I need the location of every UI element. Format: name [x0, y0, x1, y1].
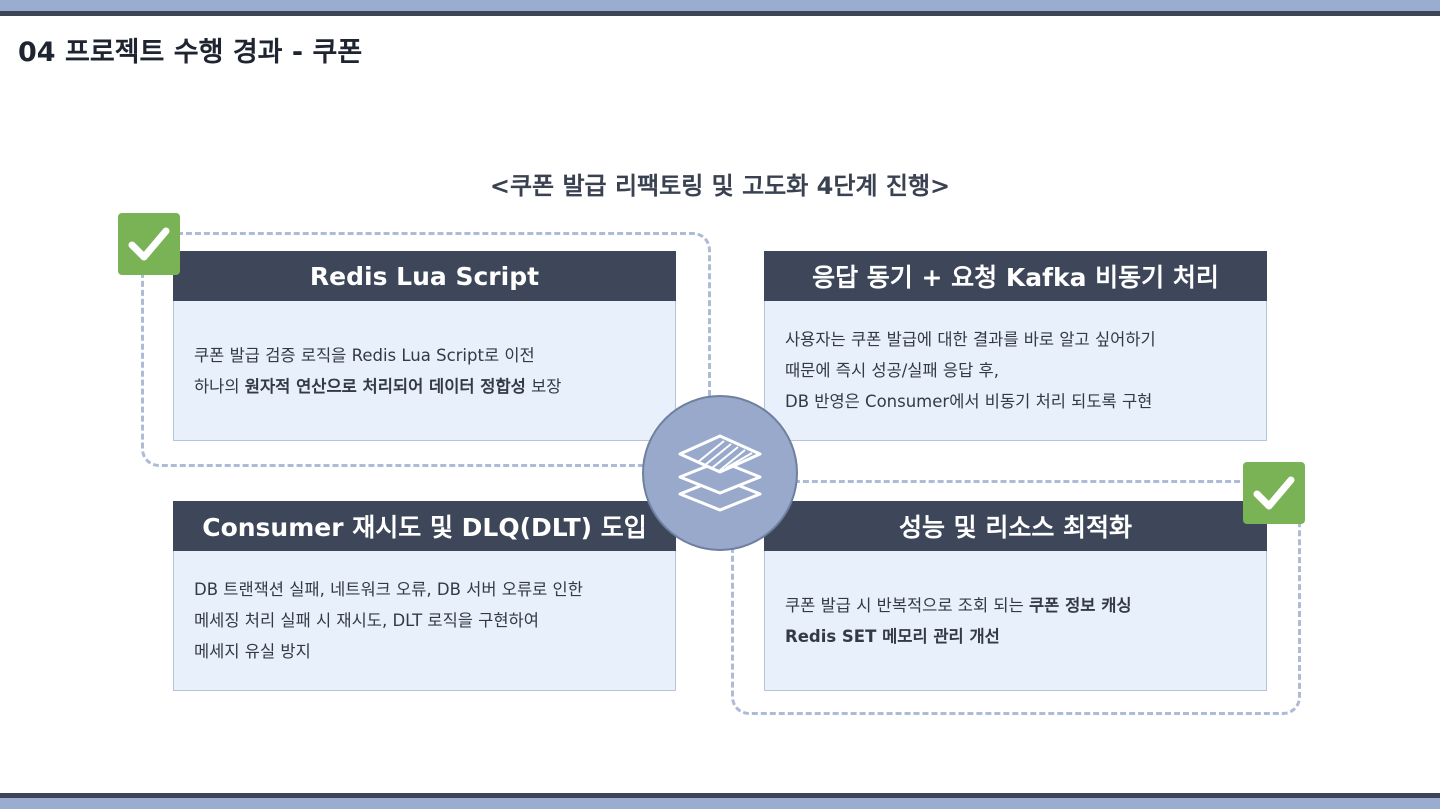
card-title-performance: 성능 및 리소스 최적화 — [764, 501, 1267, 551]
bottom-accent-bar — [0, 793, 1440, 809]
body-text: 쿠폰 발급 시 반복적으로 조회 되는 — [785, 595, 1029, 615]
dashed-frame-performance — [731, 480, 1301, 715]
body-text-strong: Redis SET 메모리 관리 개선 — [785, 626, 1000, 646]
body-line: 쿠폰 발급 시 반복적으로 조회 되는 쿠폰 정보 캐싱 — [785, 590, 1246, 621]
body-text-strong: 쿠폰 정보 캐싱 — [1029, 595, 1132, 615]
body-text: 쿠폰 발급 검증 로직을 Redis Lua Script로 이전 — [194, 345, 535, 365]
bottom-accent-band — [0, 798, 1440, 809]
card-title-redis-lua: Redis Lua Script — [173, 251, 676, 301]
card-kafka-async: 응답 동기 + 요청 Kafka 비동기 처리 사용자는 쿠폰 발급에 대한 결… — [764, 251, 1267, 441]
top-accent-band — [0, 0, 1440, 11]
top-accent-bar — [0, 0, 1440, 16]
card-title-kafka-async: 응답 동기 + 요청 Kafka 비동기 처리 — [764, 251, 1267, 301]
section-heading: <쿠폰 발급 리팩토링 및 고도화 4단계 진행> — [489, 172, 951, 200]
page-title: 04 프로젝트 수행 경과 - 쿠폰 — [18, 37, 363, 68]
card-consumer-retry: Consumer 재시도 및 DLQ(DLT) 도입 DB 트랜잭션 실패, 네… — [173, 501, 676, 691]
card-redis-lua: Redis Lua Script 쿠폰 발급 검증 로직을 Redis Lua … — [173, 251, 676, 441]
body-text: 메세징 처리 실패 시 재시도, DLT 로직을 구현하여 — [194, 611, 539, 630]
body-line: Redis SET 메모리 관리 개선 — [785, 621, 1246, 652]
body-line: 하나의 원자적 연산으로 처리되어 데이터 정합성 보장 — [194, 371, 655, 402]
body-line: 메세지 유실 방지 — [194, 636, 655, 667]
card-body-performance: 쿠폰 발급 시 반복적으로 조회 되는 쿠폰 정보 캐싱 Redis SET 메모… — [764, 551, 1267, 691]
body-text: 때문에 즉시 성공/실패 응답 후, — [785, 361, 999, 380]
body-text: 하나의 — [194, 376, 245, 396]
body-line: DB 반영은 Consumer에서 비동기 처리 되도록 구현 — [785, 386, 1246, 417]
top-accent-line — [0, 11, 1440, 16]
body-line: 때문에 즉시 성공/실패 응답 후, — [785, 355, 1246, 386]
layers-icon — [678, 434, 762, 512]
body-line: 쿠폰 발급 검증 로직을 Redis Lua Script로 이전 — [194, 340, 655, 371]
body-line: 사용자는 쿠폰 발급에 대한 결과를 바로 알고 싶어하기 — [785, 324, 1246, 355]
check-icon — [1243, 462, 1305, 524]
body-text: 보장 — [525, 376, 562, 396]
bottom-accent-line — [0, 793, 1440, 798]
body-text: 메세지 유실 방지 — [194, 642, 311, 661]
body-text: DB 반영은 Consumer에서 비동기 처리 되도록 구현 — [785, 392, 1153, 411]
body-text-strong: 원자적 연산으로 처리되어 데이터 정합성 — [244, 376, 526, 396]
card-performance: 성능 및 리소스 최적화 쿠폰 발급 시 반복적으로 조회 되는 쿠폰 정보 캐… — [764, 501, 1267, 691]
body-text: 사용자는 쿠폰 발급에 대한 결과를 바로 알고 싶어하기 — [785, 330, 1156, 349]
card-title-consumer-retry: Consumer 재시도 및 DLQ(DLT) 도입 — [173, 501, 676, 551]
check-icon — [118, 213, 180, 275]
center-hub — [642, 395, 798, 551]
body-line: DB 트랜잭션 실패, 네트워크 오류, DB 서버 오류로 인한 — [194, 574, 655, 605]
body-line: 메세징 처리 실패 시 재시도, DLT 로직을 구현하여 — [194, 605, 655, 636]
body-text: DB 트랜잭션 실패, 네트워크 오류, DB 서버 오류로 인한 — [194, 580, 583, 599]
dashed-frame-redis-lua — [141, 232, 711, 467]
